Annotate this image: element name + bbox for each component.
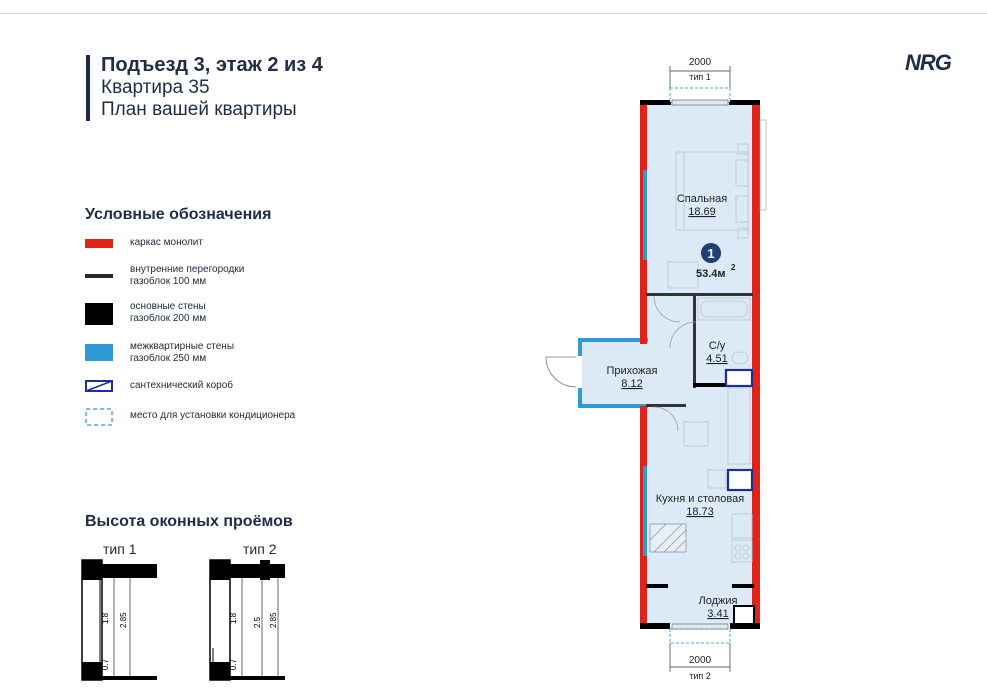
apartment-number-badge <box>701 243 721 263</box>
window-type1-label: тип 1 <box>103 541 137 557</box>
window-type1-section: 0.35 1.8 2.85 0.7 <box>81 559 157 681</box>
dim-label: 0.7 <box>229 658 238 670</box>
apartment-wall-swatch <box>85 344 113 361</box>
plumbing-box-kitchen <box>726 468 754 492</box>
legend-label: межквартирные стены <box>130 341 235 352</box>
legend-label: каркас монолит <box>130 237 203 248</box>
ac-place-bottom <box>669 628 731 644</box>
stove-icon <box>731 513 753 563</box>
plan-subtitle: План вашей квартиры <box>101 99 297 120</box>
nrg-logo: NRG <box>905 50 952 75</box>
room-name-bathroom: С/у <box>709 340 726 352</box>
legend-label: основные стены <box>130 301 206 312</box>
armchair-icon <box>683 421 709 447</box>
dim-label: 0.7 <box>101 658 110 670</box>
bottom-window-type: тип 2 <box>689 671 711 681</box>
room-name-loggia: Лоджия <box>699 595 738 607</box>
top-window-dim: 2000 <box>689 57 712 68</box>
floor-plan: 2000 тип 1 2000 тип 2 <box>545 57 767 681</box>
title-accent-bar <box>86 55 90 121</box>
entry-door-icon <box>545 356 577 388</box>
dining-table-icon <box>649 523 687 553</box>
room-name-bedroom: Спальная <box>677 193 727 205</box>
room-name-kitchen: Кухня и столовая <box>656 493 744 505</box>
bathtub-icon <box>697 297 751 321</box>
partition-swatch <box>85 274 113 278</box>
room-area-bathroom: 4.51 <box>706 353 727 365</box>
dim-label: 1.8 <box>101 612 110 624</box>
room-area-bedroom: 18.69 <box>688 206 716 218</box>
ac-place-swatch <box>85 408 113 426</box>
monolith-swatch <box>85 239 113 248</box>
legend-sublabel: газоблок 200 мм <box>130 313 207 324</box>
plumbing-box-bath <box>724 368 754 388</box>
dim-label: 0.35 <box>108 564 114 574</box>
entrance-floor-title: Подъезд 3, этаж 2 из 4 <box>101 54 323 76</box>
top-window-type: тип 1 <box>689 72 711 82</box>
apartment-number-title: Квартира 35 <box>101 77 210 98</box>
bottom-window-dim: 2000 <box>689 655 712 666</box>
toilet-icon <box>731 351 749 365</box>
loggia-box <box>733 605 755 625</box>
apartment-number: 1 <box>707 246 714 261</box>
window-type2-label: тип 2 <box>243 541 277 557</box>
room-area-loggia: 3.41 <box>707 608 728 620</box>
bed-icon <box>675 151 749 231</box>
dim-label: 0.35 <box>236 564 242 574</box>
plumbing-box-swatch <box>85 380 113 392</box>
hallway-floor <box>582 340 648 406</box>
legend-label: внутренние перегородки <box>130 264 245 275</box>
room-area-kitchen: 18.73 <box>686 506 714 518</box>
legend-label: сантехнический короб <box>130 380 233 391</box>
legend-sublabel: газоблок 100 мм <box>130 276 207 287</box>
apartment-area-unit: 2 <box>731 263 736 272</box>
sofa-icon <box>727 387 751 465</box>
legend-title: Условные обозначения <box>85 206 272 223</box>
apartment-area: 53.4м <box>696 268 726 280</box>
legend-label: место для установки кондиционера <box>130 410 296 421</box>
top-divider <box>0 13 987 14</box>
ac-place-top <box>669 87 731 103</box>
room-name-hallway: Прихожая <box>607 365 658 377</box>
dim-label: 1.8 <box>229 612 238 624</box>
room-area-hallway: 8.12 <box>621 378 642 390</box>
dim-label: 2.85 <box>119 612 128 628</box>
main-wall-swatch <box>85 303 113 325</box>
window-heights-title: Высота оконных проёмов <box>85 513 293 530</box>
legend-sublabel: газоблок 250 мм <box>130 353 207 364</box>
window-type2-section: 0.35 1.8 2.5 2.85 0.7 <box>209 559 285 681</box>
dim-label: 2.5 <box>253 616 262 628</box>
dim-label: 2.85 <box>269 612 278 628</box>
